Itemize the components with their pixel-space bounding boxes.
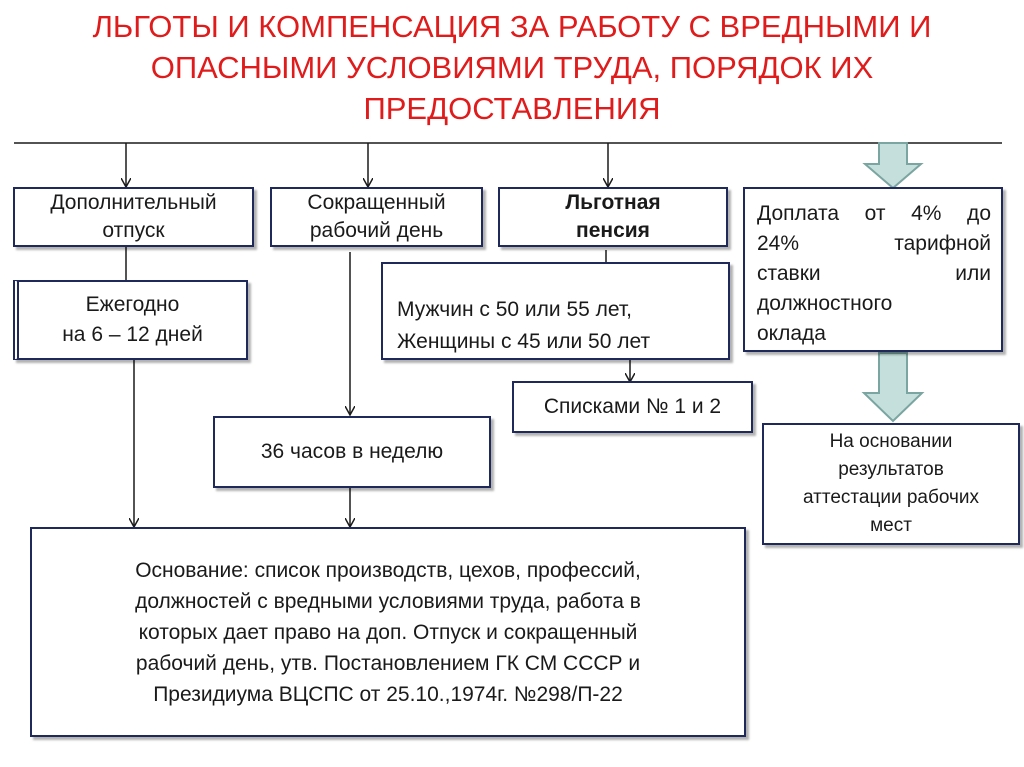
surcharge-line: должностного [757, 292, 893, 315]
block-arrow-down-icon [862, 142, 924, 190]
age-men: Мужчин с 50 или 55 лет, [397, 298, 633, 321]
box-surcharge: Доплата от 4% до 24% тарифной ставки или… [743, 187, 1003, 352]
box-lists: Списками № 1 и 2 [512, 381, 753, 433]
age-women: Женщины с 45 или 50 лет [397, 330, 651, 353]
block-arrow-down-icon [861, 352, 925, 423]
box-attestation: На основании результатов аттестации рабо… [762, 423, 1020, 545]
surcharge-line: оклада [757, 322, 826, 345]
box-preferential-pension: Льготная пенсия [498, 187, 728, 247]
surcharge-line: 24% тарифной [757, 232, 991, 255]
box-retirement-age: Мужчин с 50 или 55 лет, Женщины с 45 или… [381, 262, 730, 360]
surcharge-line: Доплата от 4% до [757, 202, 991, 225]
box-legal-basis: Основание: список производств, цехов, пр… [30, 527, 746, 737]
surcharge-line: ставки или [757, 262, 991, 285]
box-additional-vacation: Дополнительный отпуск [13, 187, 254, 247]
box-short-work-day: Сокращенный рабочий день [270, 187, 483, 247]
box-yearly-days: Ежегодно на 6 – 12 дней [13, 280, 248, 360]
page-title: ЛЬГОТЫ И КОМПЕНСАЦИЯ ЗА РАБОТУ С ВРЕДНЫМ… [92, 9, 932, 126]
box-36-hours: 36 часов в неделю [213, 416, 491, 488]
